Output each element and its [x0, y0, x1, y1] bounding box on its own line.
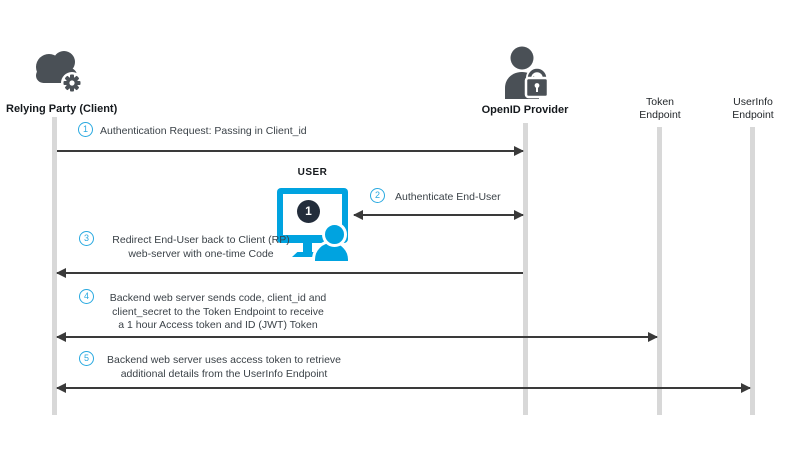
arrowhead-right-icon — [514, 146, 524, 156]
step-3-marker: 3 — [79, 231, 94, 246]
arrowhead-left-icon — [56, 332, 66, 342]
step-4-text: Backend web server sends code, client_id… — [98, 292, 338, 333]
person-lock-icon — [501, 45, 551, 104]
relying-party-label: Relying Party (Client) — [6, 103, 118, 115]
step-3-line1: Redirect End-User back to Client (RP) — [112, 234, 290, 246]
step-4-line3: a 1 hour Access token and ID (JWT) Token — [118, 319, 318, 331]
openid-provider-label: OpenID Provider — [481, 104, 569, 116]
arrow-step-4 — [56, 332, 658, 342]
arrowhead-left-icon — [56, 383, 66, 393]
step-4-line1: Backend web server sends code, client_id… — [109, 292, 327, 304]
userinfo-endpoint-line1: UserInfo — [733, 96, 773, 108]
step-4-line2: client_secret to the Token Endpoint to r… — [112, 305, 324, 318]
userinfo-endpoint-line2: Endpoint — [732, 109, 774, 121]
step-2-line1: Authenticate End-User — [395, 191, 501, 203]
arrowhead-right-icon — [741, 383, 751, 393]
token-endpoint-line1: Token — [645, 96, 675, 108]
lifeline-userinfo-endpoint — [750, 127, 755, 415]
token-endpoint-label: Token Endpoint — [625, 96, 695, 122]
step-2-text: Authenticate End-User — [395, 191, 501, 205]
arrow-step-5 — [56, 383, 751, 393]
step-1-marker: 1 — [78, 122, 93, 137]
monitor-stand-base — [292, 252, 322, 257]
step-5-line1: Backend web server uses access token to … — [106, 354, 342, 366]
user-label: USER — [297, 167, 328, 178]
lifeline-relying-party — [52, 117, 57, 415]
step-5-marker: 5 — [79, 351, 94, 366]
arrow-step-3 — [56, 268, 523, 278]
arrowhead-right-icon — [514, 210, 524, 220]
cloud-gear-icon — [28, 46, 88, 103]
step-2-marker: 2 — [370, 188, 385, 203]
userinfo-endpoint-label: UserInfo Endpoint — [718, 96, 788, 122]
lifeline-openid-provider — [523, 123, 528, 415]
lifeline-token-endpoint — [657, 127, 662, 415]
monitor-stand — [303, 243, 312, 254]
step-4-marker: 4 — [79, 289, 94, 304]
arrowhead-right-icon — [648, 332, 658, 342]
arrow-step-1 — [57, 146, 524, 156]
person-head — [322, 222, 347, 247]
step-1-line1: Authentication Request: Passing in Clien… — [100, 125, 307, 137]
monitor-badge: 1 — [297, 200, 320, 223]
token-endpoint-line2: Endpoint — [639, 109, 681, 121]
step-3-line2: web-server with one-time Code — [128, 247, 274, 260]
step-5-text: Backend web server uses access token to … — [98, 354, 350, 381]
step-3-text: Redirect End-User back to Client (RP) we… — [98, 234, 304, 261]
arrow-step-2 — [353, 210, 524, 220]
step-1-text: Authentication Request: Passing in Clien… — [100, 125, 307, 139]
arrowhead-left-icon — [353, 210, 363, 220]
step-5-line2: additional details from the UserInfo End… — [120, 367, 328, 380]
arrowhead-left-icon — [56, 268, 66, 278]
